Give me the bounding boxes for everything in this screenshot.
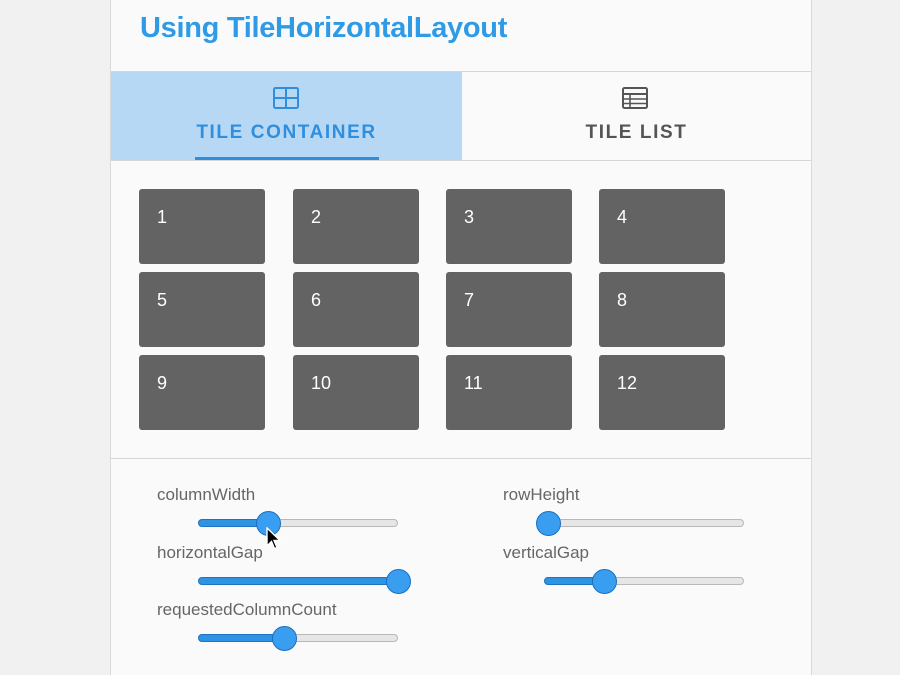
mouse-cursor-icon: [266, 527, 282, 550]
row-height-label: rowHeight: [503, 485, 580, 504]
main-panel: Using TileHorizontalLayout TILE CONTAINE…: [110, 0, 812, 675]
divider: [111, 71, 811, 72]
vertical-gap-slider[interactable]: [544, 567, 744, 595]
list-icon: [622, 87, 648, 109]
tile-9[interactable]: 9: [139, 355, 265, 430]
grid-icon: [273, 87, 299, 109]
column-width-slider[interactable]: [198, 509, 398, 537]
tab-label: TILE CONTAINER: [196, 122, 377, 143]
horizontal-gap-label: horizontalGap: [157, 543, 263, 562]
tile-6[interactable]: 6: [293, 272, 419, 347]
row-height-slider[interactable]: [536, 509, 744, 537]
tile-11[interactable]: 11: [446, 355, 572, 430]
slider-thumb[interactable]: [592, 569, 617, 594]
tile-1[interactable]: 1: [139, 189, 265, 264]
horizontal-gap-slider[interactable]: [198, 567, 411, 595]
tile-3[interactable]: 3: [446, 189, 572, 264]
slider-fill: [198, 577, 398, 585]
tile-10[interactable]: 10: [293, 355, 419, 430]
tile-12[interactable]: 12: [599, 355, 725, 430]
requested-column-count-slider[interactable]: [198, 624, 398, 652]
tab-label: TILE LIST: [585, 122, 688, 143]
tile-7[interactable]: 7: [446, 272, 572, 347]
slider-thumb[interactable]: [386, 569, 411, 594]
tile-4[interactable]: 4: [599, 189, 725, 264]
active-tab-indicator: [195, 157, 379, 160]
column-width-label: columnWidth: [157, 485, 256, 504]
tab-tile-container[interactable]: TILE CONTAINER: [111, 72, 462, 160]
slider-track[interactable]: [544, 519, 744, 527]
vertical-gap-label: verticalGap: [503, 543, 589, 562]
divider: [111, 160, 811, 161]
slider-thumb[interactable]: [536, 511, 561, 536]
tile-5[interactable]: 5: [139, 272, 265, 347]
page-title: Using TileHorizontalLayout: [140, 12, 508, 44]
requested-column-count-label: requestedColumnCount: [157, 600, 337, 619]
tile-2[interactable]: 2: [293, 189, 419, 264]
slider-thumb[interactable]: [272, 626, 297, 651]
divider: [111, 458, 811, 459]
tile-8[interactable]: 8: [599, 272, 725, 347]
tab-tile-list[interactable]: TILE LIST: [462, 72, 811, 160]
